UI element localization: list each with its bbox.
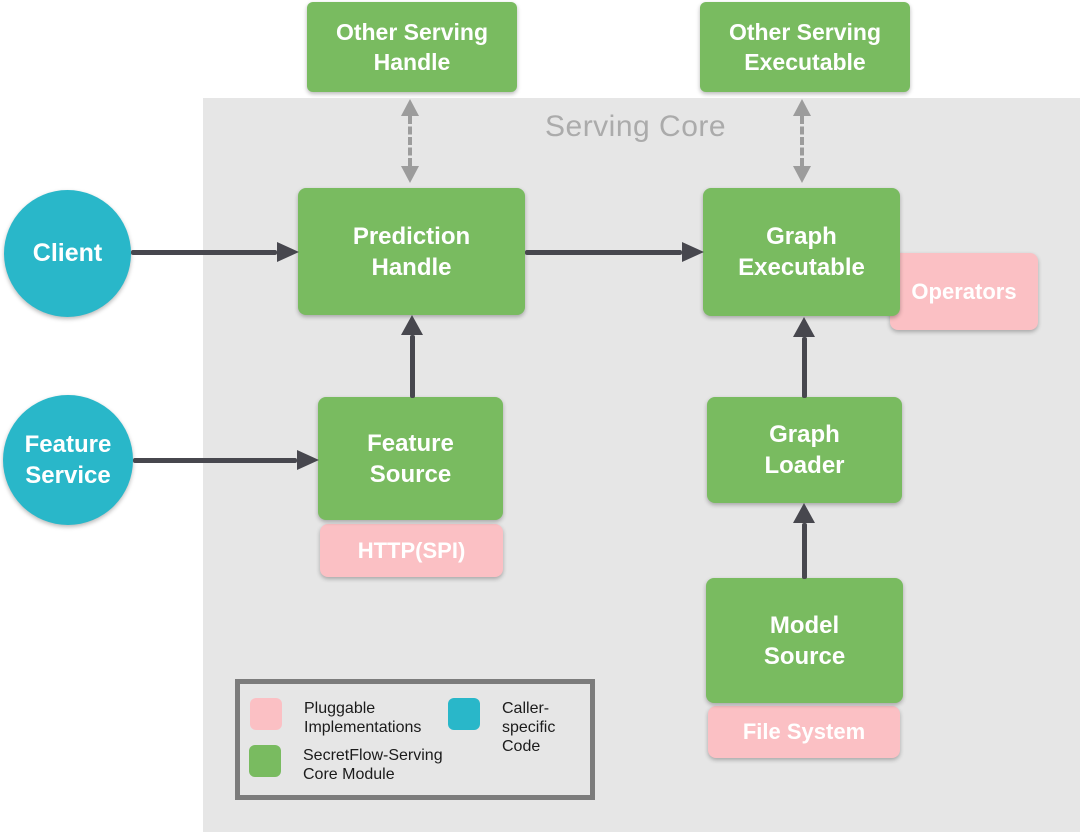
arrow-feature-service-to-feature-source [133,450,319,470]
node-model-source: Model Source [706,578,903,703]
arrow-model-source-to-graph-loader [793,503,815,579]
legend-label: SecretFlow-Serving Core Module [303,747,443,783]
legend-item-caller-specific-code: Caller-specific Code [448,698,590,756]
node-operators: Operators [890,253,1038,330]
node-graph-executable: Graph Executable [703,188,900,316]
node-feature-source: Feature Source [318,397,503,520]
node-other-serving-executable: Other Serving Executable [700,2,910,92]
legend: Pluggable Implementations Caller-specifi… [235,679,595,800]
node-graph-loader: Graph Loader [707,397,902,503]
serving-core-title: Serving Core [545,110,727,143]
arrow-feature-source-to-prediction-handle [401,315,423,398]
node-other-serving-handle: Other Serving Handle [307,2,517,92]
node-http-spi: HTTP(SPI) [320,524,503,577]
dashed-arrow-other-serving-executable [793,99,811,183]
legend-item-pluggable-implementations: Pluggable Implementations [250,698,421,737]
arrow-prediction-handle-to-graph-executable [525,242,704,262]
arrow-graph-loader-to-graph-executable [793,317,815,398]
teal-swatch-icon [448,698,480,730]
green-swatch-icon [249,745,281,777]
legend-label: Pluggable Implementations [304,700,422,736]
legend-label: Caller-specific Code [502,700,556,755]
node-feature-service: Feature Service [3,395,133,525]
node-prediction-handle: Prediction Handle [298,188,525,315]
legend-item-secretflow-serving-core-module: SecretFlow-Serving Core Module [249,745,443,784]
node-client: Client [4,190,131,317]
arrow-client-to-prediction-handle [131,242,299,262]
node-file-system: File System [708,706,900,758]
dashed-arrow-other-serving-handle [401,99,419,183]
pink-swatch-icon [250,698,282,730]
